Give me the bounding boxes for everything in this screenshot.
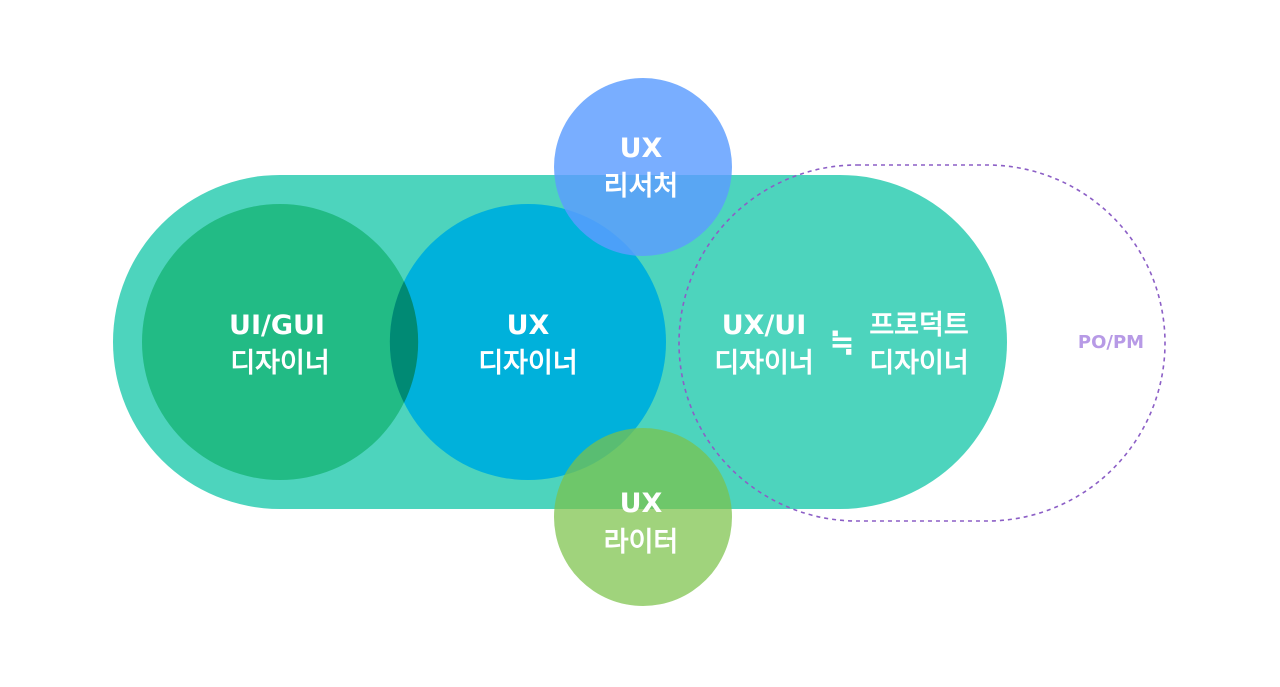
product-designer-line1: 프로덕트: [869, 310, 968, 341]
approx-equal-symbol: ≒: [829, 325, 854, 360]
po-pm-boundary: [678, 164, 1166, 522]
po-pm-label: PO/PM: [1078, 332, 1144, 353]
ux-designer-label: UX 디자이너: [478, 310, 577, 379]
ux-writer-label: UX 라이터: [604, 488, 679, 558]
gui-ux-overlap: [389, 281, 419, 403]
uxui-designer-line2: 디자이너: [714, 348, 813, 379]
uxui-designer-line1: UX/UI: [722, 310, 807, 341]
gui-designer-line2: 디자이너: [230, 348, 329, 379]
ux-designer-line2: 디자이너: [478, 348, 577, 379]
product-designer-label: 프로덕트 디자이너: [869, 310, 968, 379]
ux-designer-circle: [390, 204, 666, 480]
ux-writer-circle: [554, 428, 732, 606]
gui-designer-circle: [142, 204, 418, 480]
product-designer-line2: 디자이너: [869, 348, 968, 379]
ux-researcher-line2: 리서처: [604, 171, 679, 202]
ux-designer-line1: UX: [507, 310, 550, 341]
gui-designer-label: UI/GUI 디자이너: [229, 310, 330, 379]
uxui-designer-label: UX/UI 디자이너: [714, 310, 813, 379]
ux-writer-line1: UX: [620, 488, 663, 519]
ux-researcher-label: UX 리서처: [604, 133, 679, 202]
ux-writer-line2: 라이터: [604, 527, 679, 558]
gui-designer-line1: UI/GUI: [229, 310, 325, 341]
ux-researcher-circle: [554, 78, 732, 256]
ux-researcher-line1: UX: [620, 133, 663, 164]
